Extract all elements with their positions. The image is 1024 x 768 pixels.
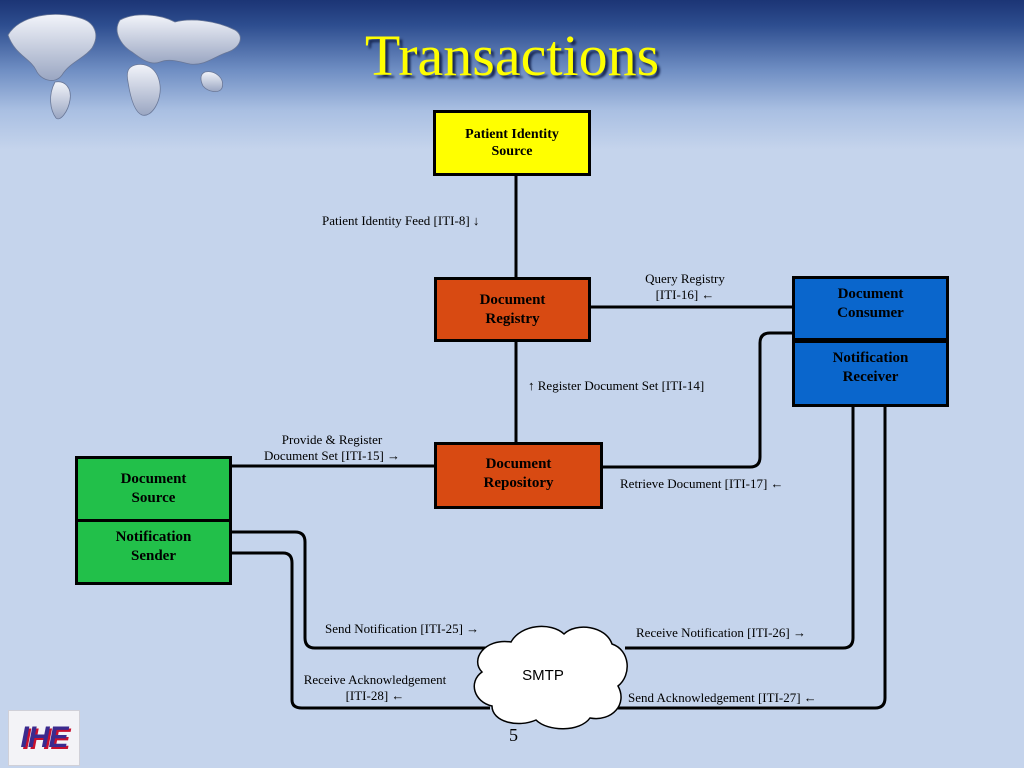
document-source-label: Document Source xyxy=(120,471,187,506)
document-repository-label: Document Repository xyxy=(483,456,554,491)
transaction-iti-25-label: Send Notification [ITI-25] → xyxy=(325,621,480,636)
line-iti-26 xyxy=(625,405,855,650)
page-number: 5 xyxy=(509,725,518,745)
transaction-iti-15-label: Provide & Register Document Set [ITI-15]… xyxy=(252,432,412,464)
ihe-logo-text: IHE xyxy=(20,721,68,754)
line-iti-27 xyxy=(615,405,887,710)
transaction-iti-28-line2: [ITI-28] ← xyxy=(345,688,405,703)
document-registry-label: Document Registry xyxy=(479,291,546,327)
transaction-iti-8-label: Patient Identity Feed [ITI-8] ↓ xyxy=(322,213,480,228)
transaction-iti-28-label: Receive Acknowledgement [ITI-28] ← xyxy=(290,672,460,704)
document-repository-box: Document Repository xyxy=(434,442,603,509)
transaction-iti-16-label: Query Registry [ITI-16] ← xyxy=(630,271,740,303)
transaction-iti-17-label: Retrieve Document [ITI-17] ← xyxy=(620,476,784,491)
document-consumer-label: Document Consumer xyxy=(837,286,904,321)
notification-sender-label: Notification Sender xyxy=(115,529,192,564)
smtp-cloud: SMTP xyxy=(473,625,628,730)
ihe-logo: IHE xyxy=(8,710,80,766)
transaction-iti-16-line2: [ITI-16] ← xyxy=(655,287,715,302)
document-consumer-box: Document Consumer xyxy=(792,276,949,341)
line-iti-28 xyxy=(230,551,490,710)
notification-sender-box: Notification Sender xyxy=(75,519,232,585)
transaction-iti-28-line1: Receive Acknowledgement xyxy=(303,672,447,687)
slide-title: Transactions xyxy=(364,23,660,88)
transaction-iti-14-label: ↑ Register Document Set [ITI-14] xyxy=(528,378,705,393)
world-map-decoration xyxy=(7,13,241,120)
transaction-iti-15-line2: Document Set [ITI-15] → xyxy=(263,448,401,463)
notification-receiver-label: Notification Receiver xyxy=(832,350,909,385)
line-iti-17 xyxy=(603,331,795,469)
transaction-iti-16-line1: Query Registry xyxy=(645,271,725,286)
transaction-iti-27-label: Send Acknowledgement [ITI-27] ← xyxy=(628,690,817,705)
transaction-iti-26-label: Receive Notification [ITI-26] → xyxy=(636,625,807,640)
notification-receiver-box: Notification Receiver xyxy=(792,340,949,407)
document-source-box: Document Source xyxy=(75,456,232,522)
patient-identity-source-label: Patient Identity Source xyxy=(465,126,559,160)
line-iti-25 xyxy=(230,530,502,650)
patient-identity-source-box: Patient Identity Source xyxy=(433,110,591,176)
document-registry-box: Document Registry xyxy=(434,277,591,342)
smtp-label: SMTP xyxy=(522,667,564,684)
transaction-iti-15-line1: Provide & Register xyxy=(281,432,383,447)
